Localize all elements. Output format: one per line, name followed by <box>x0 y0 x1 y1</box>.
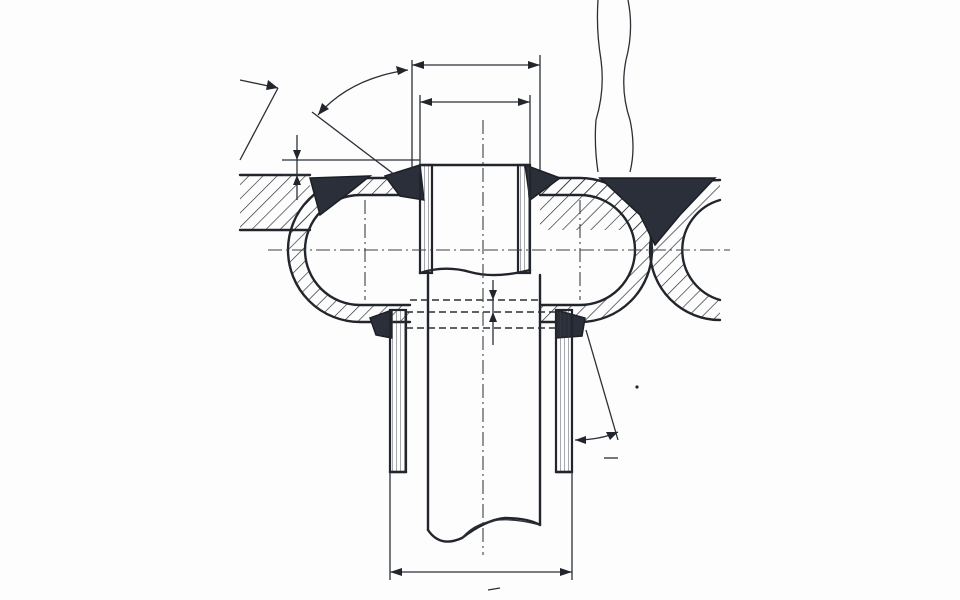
dimension-top-outer <box>412 61 540 69</box>
angle-dimension-lower <box>574 329 619 459</box>
hidden-lines <box>406 299 556 329</box>
extension-lines <box>282 55 573 580</box>
center-lines <box>268 120 730 555</box>
dimension-gap <box>489 280 497 345</box>
dimension-plate-thickness <box>293 135 301 200</box>
annotation-marks <box>487 385 639 591</box>
upper-pipe-stub <box>418 163 532 277</box>
main-pipe <box>426 273 542 543</box>
break-lines <box>594 0 634 173</box>
upper-weld-seams <box>309 163 717 247</box>
angle-dimension-upper <box>311 66 409 176</box>
dimension-top-inner <box>420 98 530 106</box>
leader-upper-left <box>239 79 279 161</box>
dimension-bottom <box>390 568 572 576</box>
lower-sleeve <box>388 308 574 474</box>
